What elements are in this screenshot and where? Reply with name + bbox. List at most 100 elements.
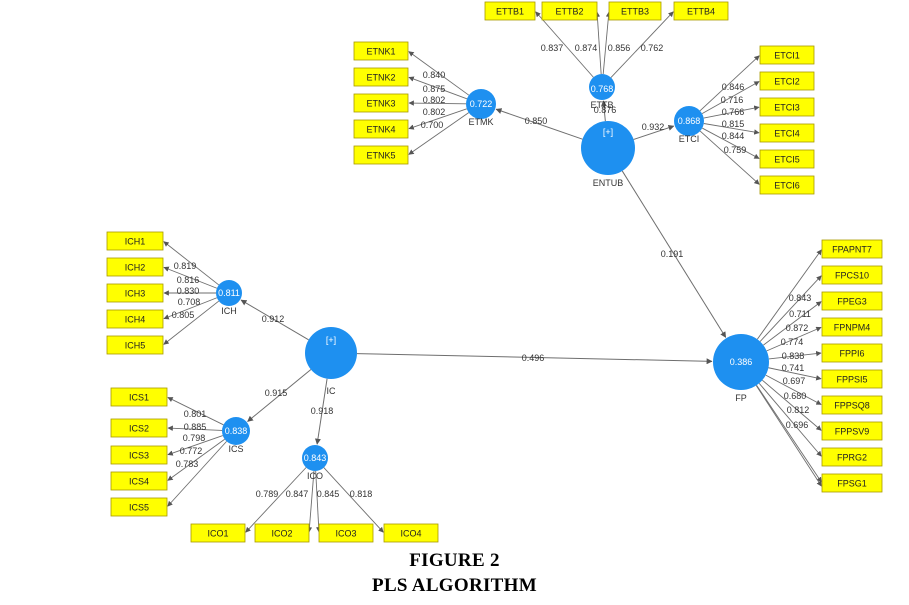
indicator-box-ich5[interactable] <box>106 335 164 355</box>
loading-value-ich1: 0.819 <box>174 261 197 271</box>
indicator-box-ico3[interactable] <box>318 523 374 543</box>
indicator-box-etnk4[interactable] <box>353 119 409 139</box>
construct-etci[interactable] <box>674 106 704 136</box>
indicator-label-ich2: ICH2 <box>125 263 146 273</box>
loading-value-ico4: 0.818 <box>350 489 373 499</box>
indicator-box-ics3[interactable] <box>110 445 168 465</box>
loading-value-ics4: 0.772 <box>180 446 203 456</box>
indicator-box-ich2[interactable] <box>106 257 164 277</box>
indicator-label-fppi6: FPPI6 <box>839 349 864 359</box>
indicator-box-ich3[interactable] <box>106 283 164 303</box>
construct-label-etci: ETCI <box>679 134 700 144</box>
loading-value-fprg2: 0.680 <box>784 391 807 401</box>
loading-arrow-ettb3 <box>602 11 612 75</box>
indicator-box-etci3[interactable] <box>759 97 815 117</box>
indicator-box-etci6[interactable] <box>759 175 815 195</box>
indicator-box-ettb1[interactable] <box>484 1 536 21</box>
indicator-label-etnk3: ETNK3 <box>366 99 395 109</box>
indicator-label-ico2: ICO2 <box>271 529 292 539</box>
indicator-box-ich1[interactable] <box>106 231 164 251</box>
loading-value-ics1: 0.801 <box>184 409 207 419</box>
indicator-box-fppsi5[interactable] <box>821 369 883 389</box>
indicator-label-etci1: ETCI1 <box>774 51 800 61</box>
loading-arrow-etnk3 <box>408 100 467 106</box>
indicator-box-ics5[interactable] <box>110 497 168 517</box>
indicator-label-etci3: ETCI3 <box>774 103 800 113</box>
indicator-label-ich1: ICH1 <box>125 237 146 247</box>
loading-arrow-fppi6 <box>768 350 822 360</box>
loading-value-ettb4: 0.762 <box>641 43 664 53</box>
indicator-box-etci2[interactable] <box>759 71 815 91</box>
indicator-box-etci4[interactable] <box>759 123 815 143</box>
indicator-label-ich3: ICH3 <box>125 289 146 299</box>
loading-value-fpeg3: 0.711 <box>789 309 811 319</box>
indicator-box-ettb2[interactable] <box>541 1 598 21</box>
indicator-box-ico4[interactable] <box>383 523 439 543</box>
indicator-box-ics2[interactable] <box>110 418 168 438</box>
loading-arrow-fpcs10 <box>759 275 822 342</box>
loading-arrow-ico4 <box>323 467 384 533</box>
construct-label-ettb: ETTB <box>590 100 613 110</box>
construct-ico[interactable] <box>302 445 328 471</box>
construct-fp[interactable] <box>713 334 769 390</box>
indicator-box-etci1[interactable] <box>759 45 815 65</box>
construct-ic[interactable] <box>305 327 357 379</box>
path-arrow-entub-to-etci <box>633 124 675 140</box>
construct-label-ics: ICS <box>228 444 243 454</box>
loading-value-ics2: 0.885 <box>184 422 207 432</box>
indicator-label-etci2: ETCI2 <box>774 77 800 87</box>
construct-ics[interactable] <box>222 417 250 445</box>
indicator-box-fpeg3[interactable] <box>821 291 883 311</box>
indicator-box-fppi6[interactable] <box>821 343 883 363</box>
indicator-label-ettb1: ETTB1 <box>496 7 524 17</box>
construct-etmk[interactable] <box>466 89 496 119</box>
loading-value-etnk5: 0.700 <box>421 120 444 130</box>
indicator-label-fpnpm4: FPNPM4 <box>834 323 871 333</box>
indicator-label-etci4: ETCI4 <box>774 129 800 139</box>
indicator-label-ics2: ICS2 <box>129 424 149 434</box>
construct-value-entub: [+] <box>603 127 613 137</box>
loading-value-ich3: 0.830 <box>177 286 200 296</box>
indicator-box-fprg2[interactable] <box>821 447 883 467</box>
indicator-box-etnk1[interactable] <box>353 41 409 61</box>
indicator-box-ettb3[interactable] <box>608 1 662 21</box>
path-arrow-ic-to-ico <box>314 378 328 445</box>
loading-value-ich4: 0.708 <box>178 297 201 307</box>
indicator-box-ettb4[interactable] <box>673 1 729 21</box>
loading-value-ics5: 0.783 <box>176 459 199 469</box>
path-coefficient-entub-to-etci: 0.932 <box>642 122 665 132</box>
indicator-box-etnk5[interactable] <box>353 145 409 165</box>
loading-value-fppsv9: 0.697 <box>783 376 806 386</box>
loading-arrow-etci2 <box>701 81 760 115</box>
indicator-box-fppsq8[interactable] <box>821 395 883 415</box>
indicator-box-ics4[interactable] <box>110 471 168 491</box>
indicator-box-fppsv9[interactable] <box>821 421 883 441</box>
loading-value-fpcs10: 0.843 <box>789 293 812 303</box>
loading-arrow-fprg2 <box>758 383 822 457</box>
indicator-box-fpapnt7[interactable] <box>821 239 883 259</box>
indicator-box-ico1[interactable] <box>190 523 246 543</box>
construct-entub[interactable] <box>581 121 635 175</box>
indicator-label-fppsv9: FPPSV9 <box>835 427 870 437</box>
indicator-box-fpnpm4[interactable] <box>821 317 883 337</box>
indicator-label-ics3: ICS3 <box>129 451 149 461</box>
construct-ich[interactable] <box>216 280 242 306</box>
indicator-box-fpcs10[interactable] <box>821 265 883 285</box>
path-arrow-entub-to-fp <box>621 170 727 338</box>
loading-value-etci1: 0.846 <box>722 82 745 92</box>
loading-arrow-fppsi5 <box>768 367 822 381</box>
indicator-box-ich4[interactable] <box>106 309 164 329</box>
loading-value-ettb2: 0.874 <box>575 43 598 53</box>
loading-value-etnk2: 0.875 <box>423 84 446 94</box>
loading-arrow-ettb4 <box>610 11 674 78</box>
indicator-box-etnk2[interactable] <box>353 67 409 87</box>
indicator-label-fpsg1: FPSG1 <box>837 479 867 489</box>
construct-ettb[interactable] <box>589 74 615 100</box>
indicator-box-etnk3[interactable] <box>353 93 409 113</box>
indicator-box-fpsg1[interactable] <box>821 473 883 493</box>
indicator-box-etci5[interactable] <box>759 149 815 169</box>
indicator-box-ics1[interactable] <box>110 387 168 407</box>
indicator-box-ico2[interactable] <box>254 523 310 543</box>
